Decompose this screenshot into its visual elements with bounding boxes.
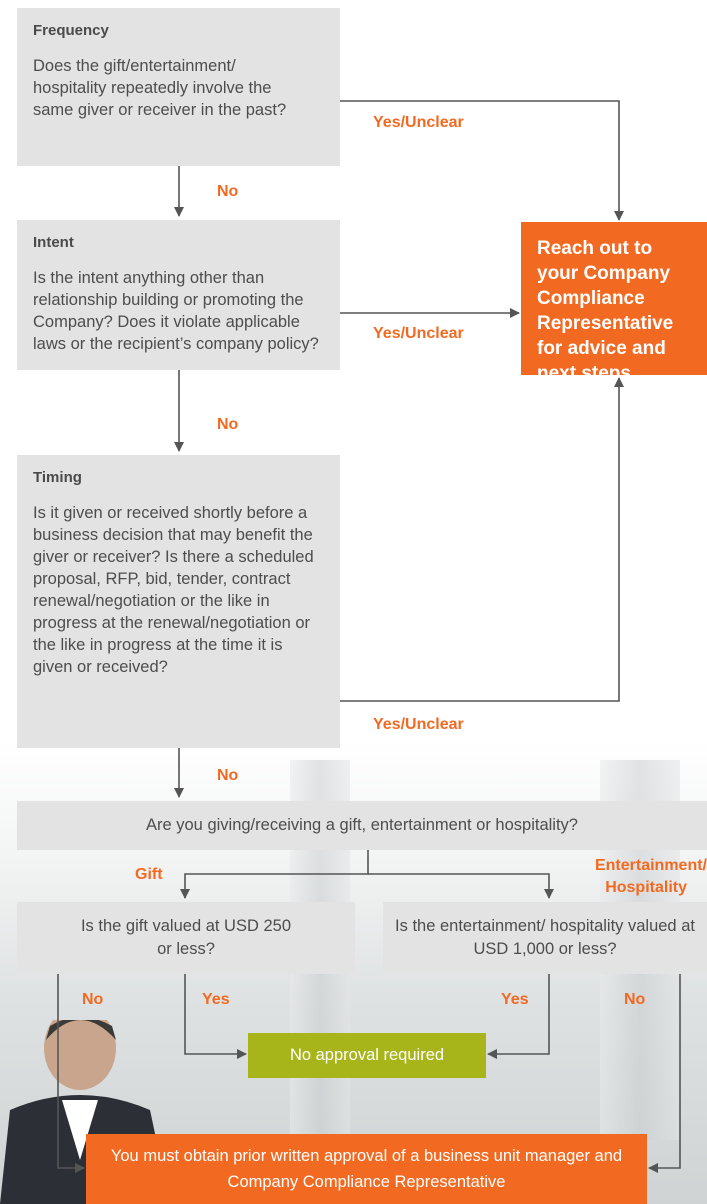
entertainment-question-text: Is the entertainment/ hospitality valued… <box>395 917 695 958</box>
intent-box: Intent Is the intent anything other than… <box>17 220 340 370</box>
label-yes-unclear-intent: Yes/Unclear <box>373 325 464 342</box>
frequency-question: Does the gift/entertainment/ hospitality… <box>33 57 287 119</box>
label-entertainment: Entertainment/ <box>594 857 707 874</box>
label-gift: Gift <box>135 866 163 883</box>
written-approval-box: You must obtain prior written approval o… <box>86 1134 647 1204</box>
timing-title: Timing <box>33 469 82 486</box>
label-yes-unclear-timing: Yes/Unclear <box>373 716 464 733</box>
label-no-timing: No <box>217 767 239 784</box>
label-no-intent: No <box>217 416 239 433</box>
written-approval-text: You must obtain prior written approval o… <box>110 1147 623 1191</box>
entertainment-question-box: Is the entertainment/ hospitality valued… <box>383 902 707 974</box>
frequency-title: Frequency <box>33 22 109 39</box>
intent-title: Intent <box>33 234 74 251</box>
label-no-frequency: No <box>217 183 239 200</box>
label-entertainment-hospitality: Entertainment/ Hospitality <box>540 855 707 899</box>
no-approval-box: No approval required <box>248 1033 486 1078</box>
intent-question: Is the intent anything other than relati… <box>33 269 319 353</box>
gift-question-text: Is the gift valued at USD 250 or less? <box>80 917 292 958</box>
label-yes-entertainment: Yes <box>501 991 529 1008</box>
frequency-box: Frequency Does the gift/entertainment/ h… <box>17 8 340 166</box>
label-no-gift: No <box>82 991 104 1008</box>
compliance-outcome-box: Reach out to your Company Compliance Rep… <box>521 222 707 384</box>
label-yes-unclear-frequency: Yes/Unclear <box>373 114 464 131</box>
type-question-box: Are you giving/receiving a gift, enterta… <box>17 801 707 850</box>
label-hospitality: Hospitality <box>605 879 687 896</box>
label-no-entertainment: No <box>624 991 646 1008</box>
gift-question-box: Is the gift valued at USD 250 or less? <box>17 902 355 974</box>
label-yes-gift: Yes <box>202 991 230 1008</box>
timing-box: Timing Is it given or received shortly b… <box>17 455 340 748</box>
timing-question: Is it given or received shortly before a… <box>33 504 314 676</box>
